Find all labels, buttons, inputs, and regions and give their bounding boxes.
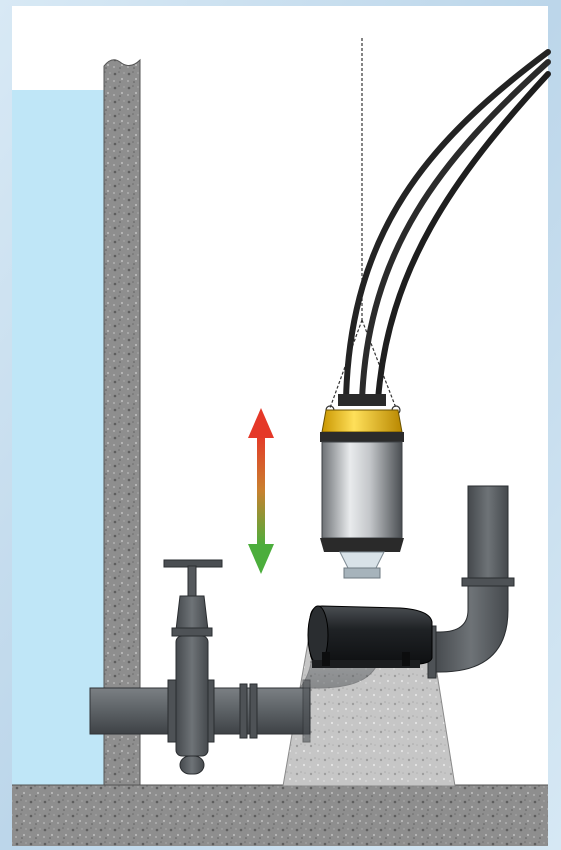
arrow-up-head bbox=[248, 408, 274, 438]
pipe-flange bbox=[302, 679, 311, 743]
pipe-coupling bbox=[239, 683, 248, 739]
pump-bottom-ring bbox=[320, 538, 404, 552]
riser-pipe bbox=[467, 485, 509, 579]
discharge-elbow bbox=[433, 585, 509, 673]
pump-motor-housing bbox=[321, 441, 403, 539]
pump-collar bbox=[320, 432, 404, 442]
power-cables bbox=[343, 49, 551, 403]
up-down-arrow-icon bbox=[248, 408, 274, 574]
submersible-pump bbox=[320, 394, 404, 579]
pump-cable-gland bbox=[338, 394, 386, 406]
valve-bonnet bbox=[175, 595, 209, 631]
valve-body bbox=[175, 635, 209, 757]
water-reservoir bbox=[12, 90, 106, 787]
pump-volute bbox=[307, 605, 433, 668]
gate-valve bbox=[163, 559, 223, 775]
discharge-pipe bbox=[427, 485, 515, 679]
pump-inlet bbox=[339, 551, 385, 569]
valve-stem bbox=[187, 565, 197, 597]
arrow-down-head bbox=[248, 544, 274, 574]
concrete-wall bbox=[103, 58, 141, 791]
concrete-floor bbox=[12, 785, 548, 846]
pump-top-cap bbox=[321, 409, 403, 433]
pipe-coupling bbox=[249, 683, 258, 739]
pipe-flange bbox=[167, 679, 177, 743]
riser-flange bbox=[461, 577, 515, 587]
